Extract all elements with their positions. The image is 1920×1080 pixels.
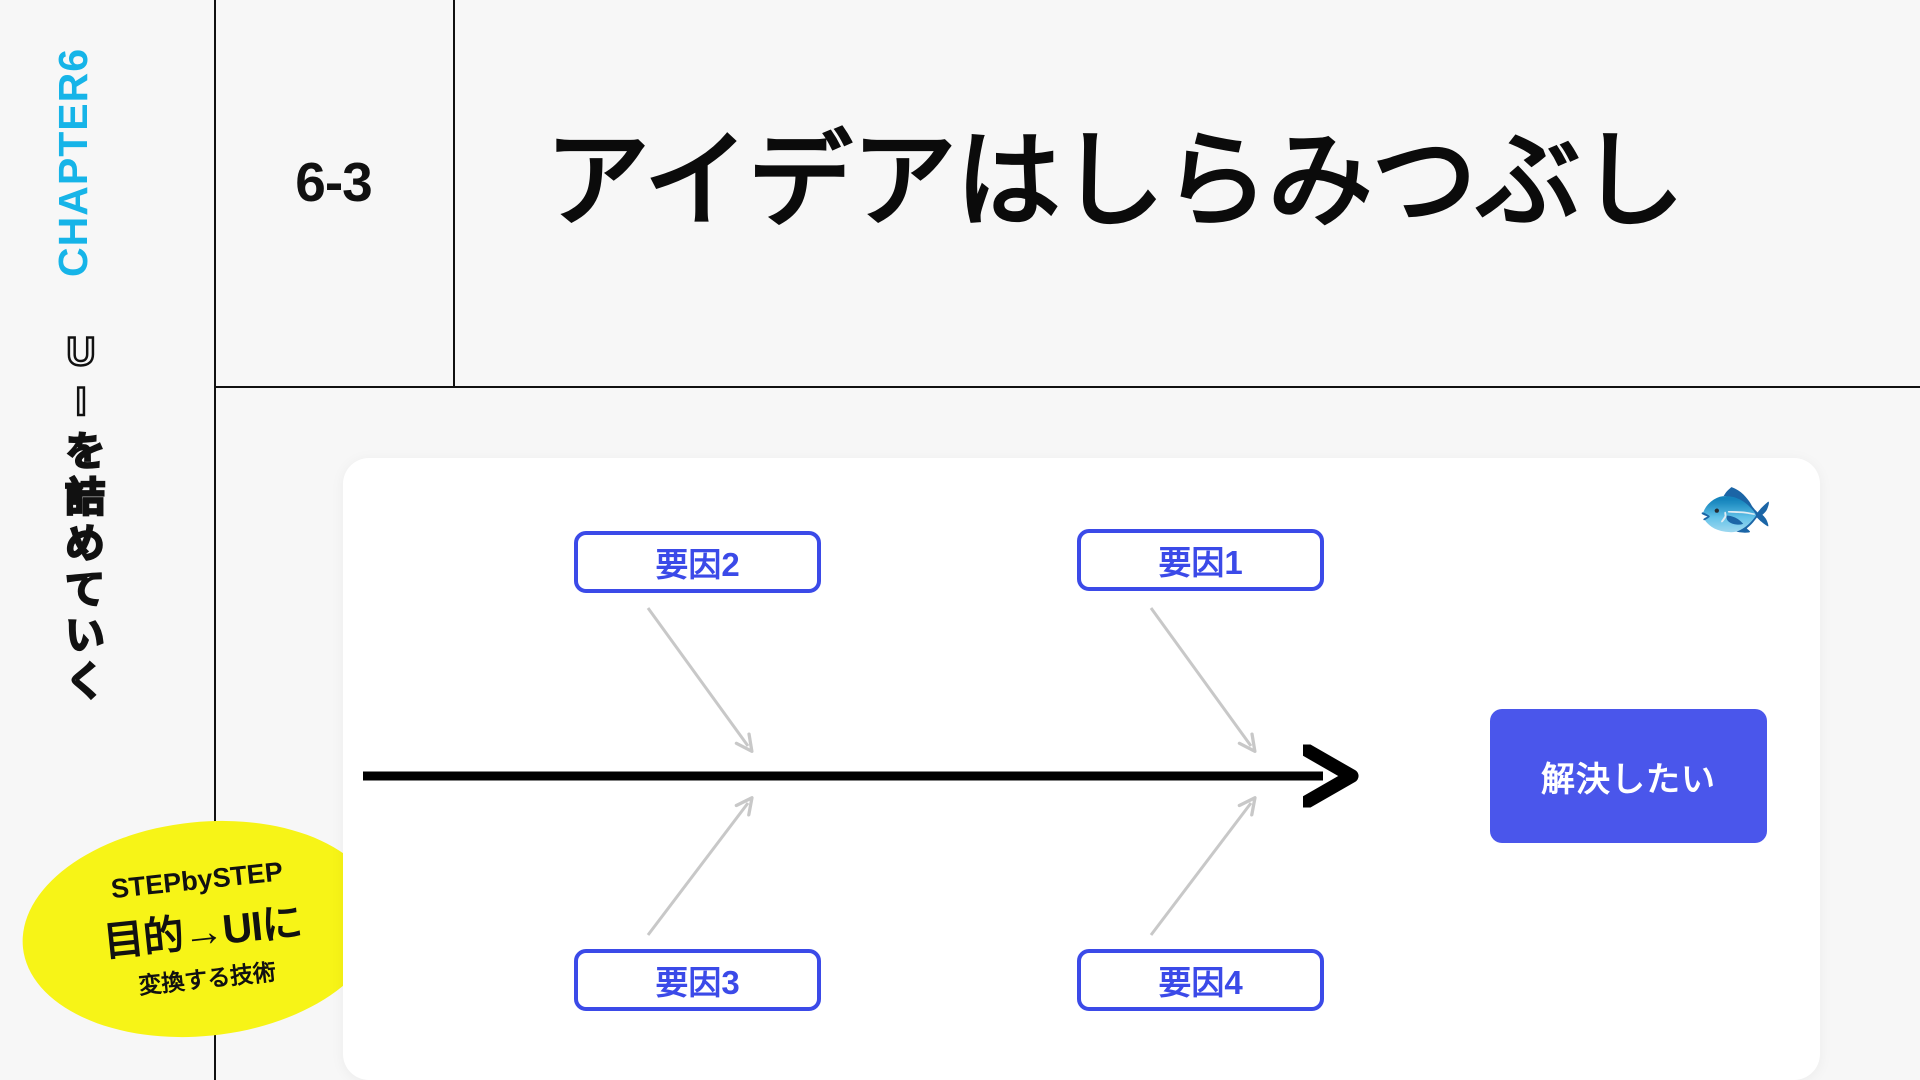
bone-factor-1 [1149,607,1257,753]
bone-factor-4 [1149,796,1257,936]
result-box[interactable]: 解決したい [1490,709,1767,843]
section-number: 6-3 [295,151,373,213]
factor-box-3[interactable]: 要因3 [574,949,821,1011]
factor-box-2[interactable]: 要因2 [574,531,821,593]
chapter-label: CHAPTER6 [50,48,96,277]
fish-icon: 🐟 [1696,474,1774,543]
factor-box-1[interactable]: 要因1 [1077,529,1324,591]
rail-subtitle: UIを詰めていく [58,329,105,708]
fishbone-diagram [363,607,1820,936]
diagram-card: 🐟 要因2 要因1 要因3 要因4 解 [343,458,1820,1080]
bone-factor-3 [646,796,754,936]
factor-box-4[interactable]: 要因4 [1077,949,1324,1011]
rail-divider-line [214,0,216,1080]
bone-factor-2 [646,607,754,753]
header-vertical-divider [453,0,455,386]
page-title: アイデアはしらみつぶし [545,123,1685,240]
step-by-step-badge: STEPbySTEP 目的→UIに 変換する技術 [11,803,393,1055]
header-horizontal-rule [214,386,1920,388]
